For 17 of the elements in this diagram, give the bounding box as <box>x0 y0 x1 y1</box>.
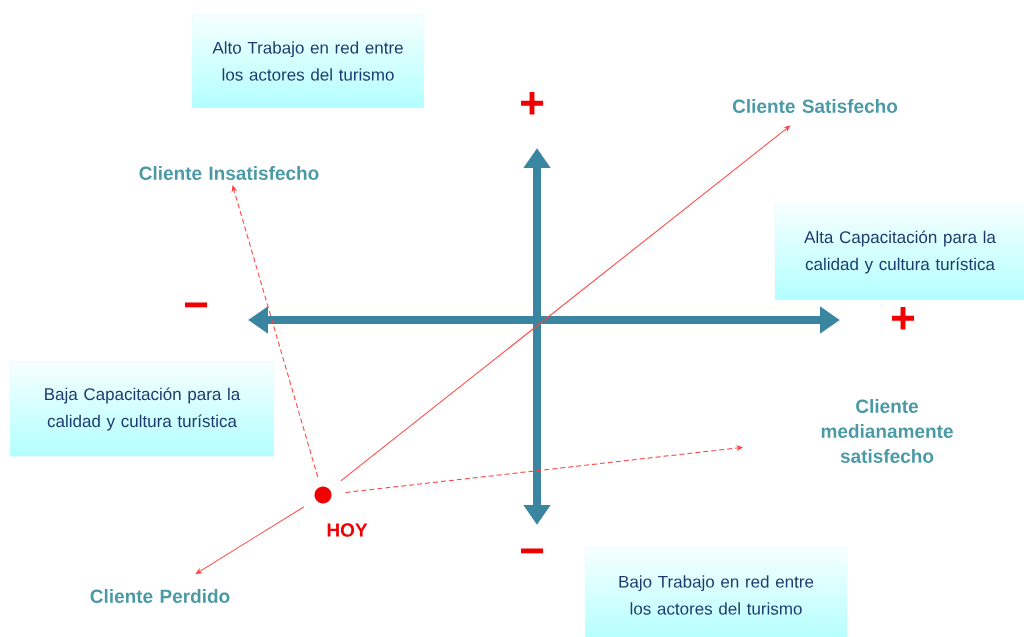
outcome-label: Cliente Insatisfecho <box>139 166 319 180</box>
point-label: HOY <box>327 523 368 537</box>
text-box: Bajo Trabajo en red entre los actores del turismo <box>584 546 848 637</box>
text-box: Alto Trabajo en red entre los actores del turismo <box>191 13 425 109</box>
sign-label: − <box>185 302 208 308</box>
point-marker <box>314 486 332 504</box>
arrow <box>340 125 791 482</box>
arrow <box>231 185 319 478</box>
sign-label: + <box>521 92 544 115</box>
sign-label: − <box>521 548 544 554</box>
arrow <box>345 445 743 493</box>
text-box: Alta Capacitación para la calidad y cultura turística <box>774 203 1024 301</box>
outcome-label: Cliente Perdido <box>90 589 230 603</box>
outcome-label: Cliente medianamente satisfecho <box>821 399 953 463</box>
arrow <box>195 506 305 574</box>
text-box: Baja Capacitación para la calidad y cultura turística <box>9 361 275 457</box>
outcome-label: Cliente Satisfecho <box>732 99 898 113</box>
